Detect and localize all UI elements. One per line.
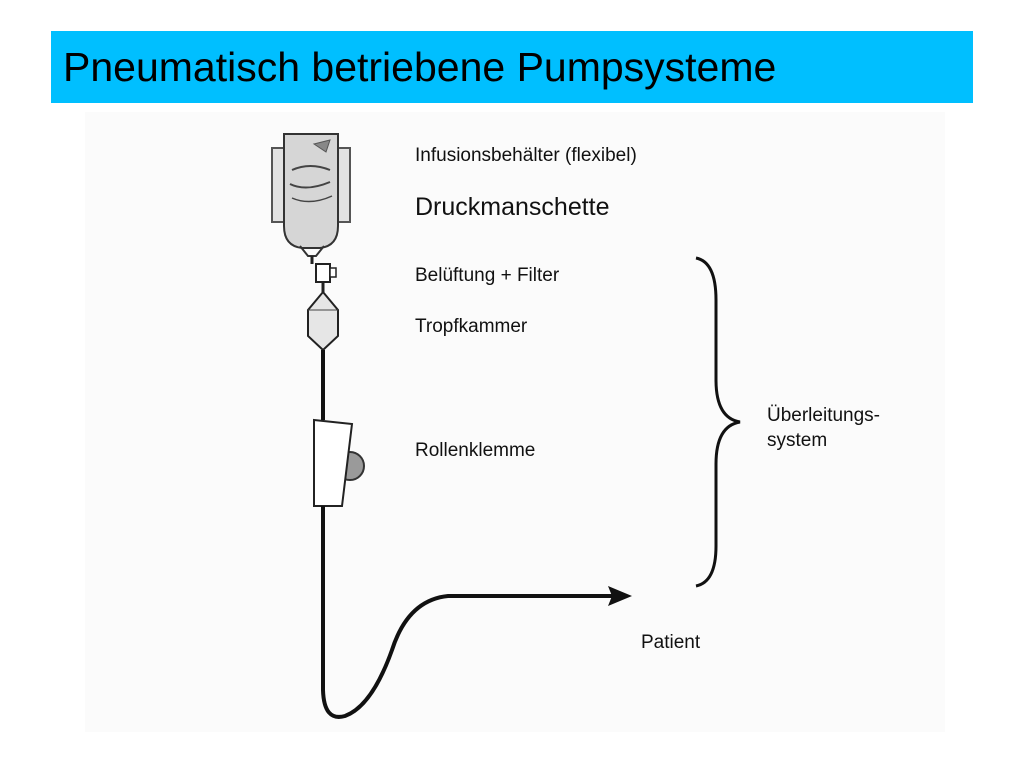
label-cuff: Druckmanschette <box>415 193 610 221</box>
title-bar: Pneumatisch betriebene Pumpsysteme <box>51 31 973 103</box>
page-title: Pneumatisch betriebene Pumpsysteme <box>63 44 777 90</box>
label-system-line1: Überleitungs- <box>767 405 880 426</box>
label-clamp: Rollenklemme <box>415 440 536 461</box>
label-patient: Patient <box>641 632 701 653</box>
label-vent: Belüftung + Filter <box>415 265 560 286</box>
arrow-head-icon <box>608 586 632 606</box>
label-drip: Tropfkammer <box>415 316 528 337</box>
scan-background <box>85 112 945 732</box>
infusion-bag-icon <box>283 133 339 264</box>
label-system-line2: system <box>767 430 828 451</box>
roller-clamp-icon <box>313 418 365 507</box>
vent-filter-icon <box>315 263 337 292</box>
label-container: Infusionsbehälter (flexibel) <box>415 145 637 166</box>
tube-lower <box>321 506 612 719</box>
curly-brace-icon <box>695 256 741 588</box>
drip-chamber-icon <box>307 290 339 352</box>
